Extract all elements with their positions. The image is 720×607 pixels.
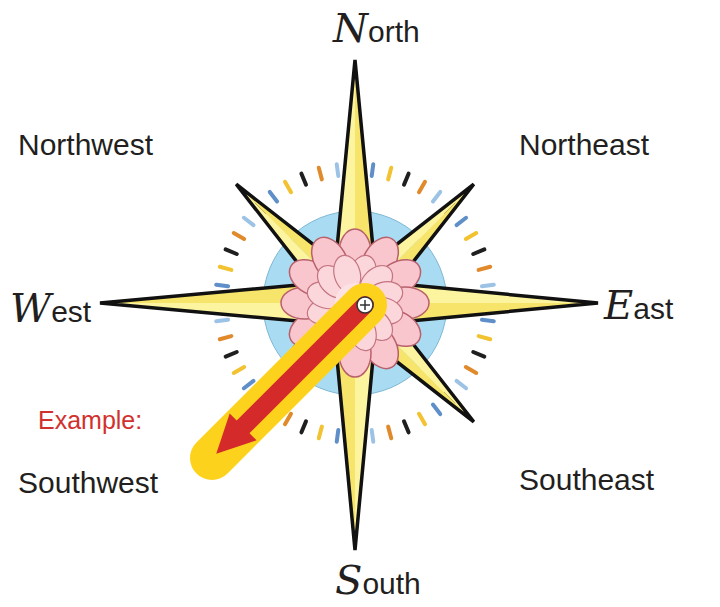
tick-mark xyxy=(319,168,322,180)
tick-mark xyxy=(337,430,339,442)
direction-label: Northwest xyxy=(18,125,153,165)
tick-mark xyxy=(482,320,494,322)
direction-label: Southeast xyxy=(519,460,654,500)
tick-mark xyxy=(482,285,494,287)
direction-label: Northeast xyxy=(519,125,649,165)
tick-mark xyxy=(419,414,425,424)
tick-mark xyxy=(234,233,244,239)
tick-mark xyxy=(285,414,291,424)
tick-mark xyxy=(457,381,467,388)
tick-mark xyxy=(216,320,228,322)
tick-mark xyxy=(466,367,476,373)
direction-label: Southwest xyxy=(18,463,158,503)
tick-mark xyxy=(226,352,237,357)
tick-mark xyxy=(473,352,484,357)
tick-mark xyxy=(479,267,491,270)
tick-mark xyxy=(457,218,467,225)
tick-mark xyxy=(473,249,484,254)
tick-mark xyxy=(479,336,491,339)
arrow-highlight xyxy=(212,305,365,458)
direction-label: South xyxy=(335,560,421,604)
direction-label: North xyxy=(333,8,420,52)
tick-mark xyxy=(388,168,391,180)
tick-mark xyxy=(372,164,374,176)
tick-mark xyxy=(301,174,306,185)
tick-mark xyxy=(244,218,254,225)
tick-mark xyxy=(270,192,277,202)
example-label: Example: xyxy=(38,400,142,440)
tick-mark xyxy=(433,405,440,415)
tick-mark xyxy=(234,367,244,373)
tick-mark xyxy=(301,421,306,432)
pivot xyxy=(357,297,373,313)
direction-label: East xyxy=(604,285,673,329)
tick-mark xyxy=(337,164,339,176)
tick-mark xyxy=(220,336,232,339)
arrow-shaft xyxy=(240,305,365,430)
tick-mark xyxy=(404,174,409,185)
tick-mark xyxy=(226,249,237,254)
tick-mark xyxy=(466,233,476,239)
arrow-head xyxy=(216,413,256,453)
tick-mark xyxy=(372,430,374,442)
tick-mark xyxy=(220,267,232,270)
tick-mark xyxy=(285,182,291,192)
tick-mark xyxy=(419,182,425,192)
tick-mark xyxy=(433,192,440,202)
example-arrow xyxy=(212,297,373,458)
direction-label: West xyxy=(10,288,91,332)
tick-mark xyxy=(404,421,409,432)
tick-mark xyxy=(216,285,228,287)
pivot-cross xyxy=(360,300,370,310)
tick-mark xyxy=(388,427,391,439)
tick-mark xyxy=(319,427,322,439)
